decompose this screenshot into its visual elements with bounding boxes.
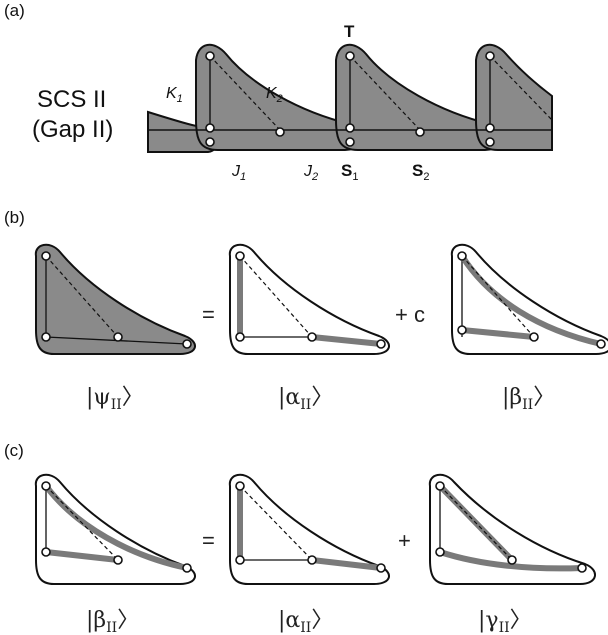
panel-a-title-line2: (Gap II) [32, 116, 113, 143]
ket-psi: |ψII〉 [86, 385, 144, 413]
chain-unit-3 [475, 44, 553, 151]
diagonal-bond-3 [489, 55, 553, 121]
diagonal-bond-2 [349, 55, 421, 131]
panel-b-label: (b) [4, 208, 25, 227]
ket-alpha-c: |αII〉 [278, 608, 333, 635]
site-corner-2 [345, 123, 355, 133]
site-mid-1 [275, 127, 285, 137]
equals-b: = [202, 302, 215, 327]
label-K2: K2 [266, 85, 283, 105]
ket-gamma-c: |γII〉 [478, 608, 532, 635]
label-K1: K1 [166, 85, 183, 105]
site-mid-2 [415, 127, 425, 137]
site-top-2 [345, 51, 355, 61]
cell-psi [34, 243, 196, 355]
site-top-1 [205, 51, 215, 61]
plus-c: + [398, 528, 411, 553]
panel-a-title-line1: SCS II [37, 86, 106, 113]
equals-c: = [202, 528, 215, 553]
label-S1: S1 [341, 161, 358, 183]
cell-gamma-c [428, 473, 596, 585]
ket-alpha-b: |αII〉 [278, 385, 333, 413]
site-low-3 [485, 137, 495, 147]
site-low-2 [345, 137, 355, 147]
panel-c-label: (c) [4, 441, 24, 460]
label-J1: J1 [231, 163, 246, 183]
label-T: T [344, 22, 355, 41]
cell-alpha-c [228, 473, 390, 585]
ket-beta-c: |βII〉 [86, 608, 139, 635]
site-top-3 [485, 51, 495, 61]
plus-c-b: + c [395, 302, 425, 327]
ket-beta-b: |βII〉 [502, 385, 555, 413]
panel-a-label: (a) [4, 1, 25, 20]
site-corner-1 [205, 123, 215, 133]
diagonal-bond-1 [209, 55, 281, 131]
cell-alpha-b [228, 243, 390, 355]
label-J2: J2 [303, 163, 318, 183]
site-corner-3 [485, 123, 495, 133]
cell-beta-b [450, 243, 608, 355]
label-S2: S2 [412, 161, 429, 183]
site-low-1 [205, 137, 215, 147]
panel-a-chain [147, 44, 553, 153]
cell-beta-c [34, 473, 196, 585]
